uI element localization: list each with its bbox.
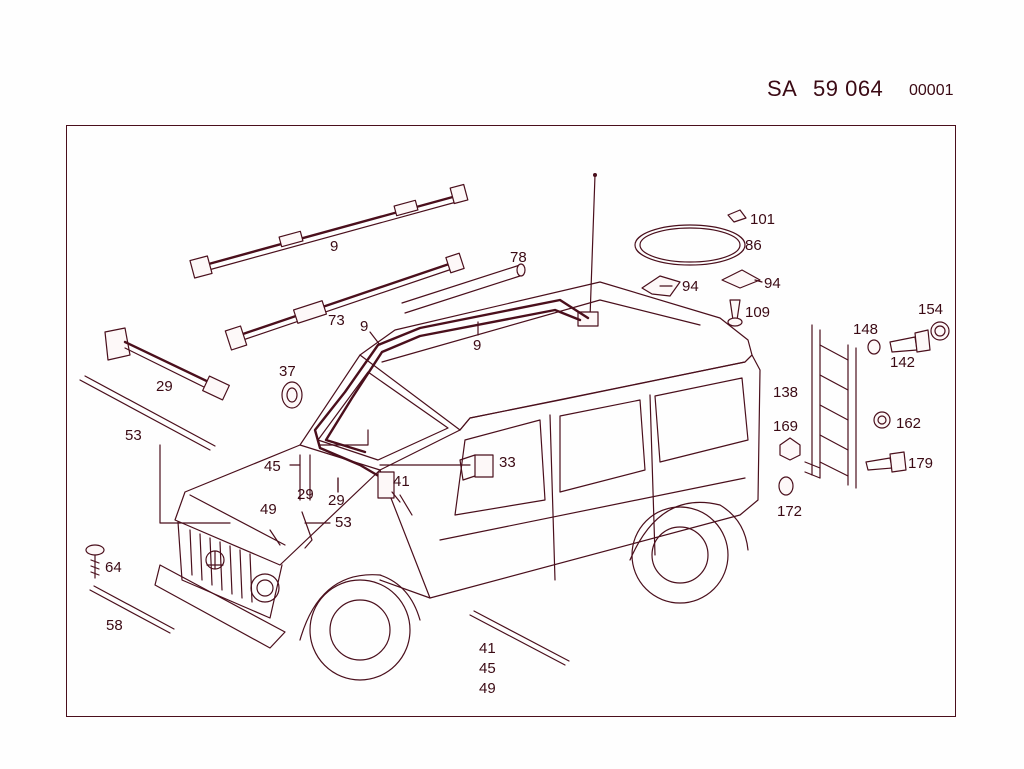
callout-labels: 9 78 73 9 9 29 37 53 45 29 29 41 33 49 5… xyxy=(105,211,943,697)
screw-64 xyxy=(85,544,105,579)
callout-86: 86 xyxy=(745,237,762,254)
callout-49-a: 49 xyxy=(260,501,277,518)
callout-29-b: 29 xyxy=(297,486,314,503)
strap-58 xyxy=(89,585,175,634)
antenna-cable-routing xyxy=(313,298,590,499)
nut-169-washer-172 xyxy=(778,437,801,496)
callout-101: 101 xyxy=(750,211,775,228)
fasteners-right xyxy=(867,321,950,355)
callout-29-c: 29 xyxy=(328,492,345,509)
drawing-number: 59 064 xyxy=(813,76,884,101)
callout-73: 73 xyxy=(328,312,345,329)
part-33 xyxy=(379,454,494,478)
callout-94-b: 94 xyxy=(764,275,781,292)
callout-179: 179 xyxy=(908,455,933,472)
callout-9-c: 9 xyxy=(473,337,481,354)
callout-142: 142 xyxy=(890,354,915,371)
callout-41-a: 41 xyxy=(393,473,410,490)
callout-37: 37 xyxy=(279,363,296,380)
brackets-94 xyxy=(641,269,761,297)
diagram-frame xyxy=(66,125,956,717)
bolts-162-179 xyxy=(865,411,907,473)
ring-86 xyxy=(634,224,746,266)
tube-78 xyxy=(401,263,526,314)
ladder-138 xyxy=(804,324,857,489)
cable-29-left xyxy=(104,327,230,401)
callout-169: 169 xyxy=(773,418,798,435)
cable-73 xyxy=(224,252,465,351)
callout-138: 138 xyxy=(773,384,798,401)
sheet-number: 00001 xyxy=(909,82,954,99)
callout-29-a: 29 xyxy=(156,378,173,395)
callout-9-a: 9 xyxy=(330,238,338,255)
clip-101 xyxy=(727,209,747,223)
cable-9-top xyxy=(189,183,469,279)
strap-41-45-49 xyxy=(469,610,570,666)
callout-41-b: 41 xyxy=(479,640,496,657)
leader-lines xyxy=(289,279,763,524)
drawing-header: SA 59 064 00001 xyxy=(0,76,1024,106)
callout-148: 148 xyxy=(853,321,878,338)
callout-162: 162 xyxy=(896,415,921,432)
callout-45-b: 45 xyxy=(479,660,496,677)
callout-109: 109 xyxy=(745,304,770,321)
screw-109 xyxy=(727,299,743,327)
callout-154: 154 xyxy=(918,301,943,318)
callout-33: 33 xyxy=(499,454,516,471)
callout-49-b: 49 xyxy=(479,680,496,697)
callout-64: 64 xyxy=(105,559,122,576)
callout-53-a: 53 xyxy=(125,427,142,444)
callout-9-b: 9 xyxy=(360,318,368,335)
callout-94-a: 94 xyxy=(682,278,699,295)
strap-53 xyxy=(79,375,231,524)
drawing-prefix: SA xyxy=(767,76,798,101)
callout-172: 172 xyxy=(777,503,802,520)
callout-78: 78 xyxy=(510,249,527,266)
callout-58: 58 xyxy=(106,617,123,634)
callout-53-b: 53 xyxy=(335,514,352,531)
callout-45-a: 45 xyxy=(264,458,281,475)
vehicle-outline xyxy=(154,281,761,681)
grommet-37 xyxy=(281,381,303,409)
